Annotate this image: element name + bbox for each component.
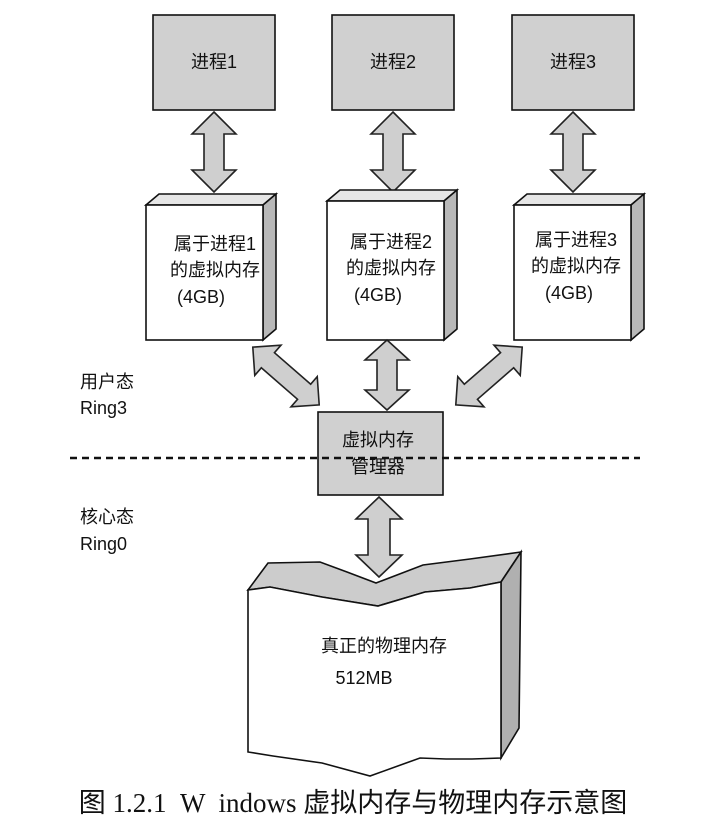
arrow-vm-1-to-manager xyxy=(251,344,321,408)
kernel-mode-label: 核心态 xyxy=(80,507,134,527)
kernel-mode-ring: Ring0 xyxy=(80,534,127,554)
arrow-vm-3-to-manager xyxy=(454,344,524,408)
physical-memory-side xyxy=(500,549,522,761)
virtual-memory-1-front xyxy=(145,204,264,341)
process-1-box xyxy=(152,14,276,111)
arrow-process-3-to-vm xyxy=(549,110,597,194)
virtual-memory-3-line1: 属于进程3 xyxy=(535,230,617,250)
virtual-memory-2-front xyxy=(326,200,445,341)
memory-manager-box xyxy=(317,411,444,496)
process-2: 进程2 xyxy=(331,14,455,111)
virtual-memory-3-line2: 的虚拟内存 xyxy=(531,256,621,276)
physical-memory-front xyxy=(247,581,502,777)
virtual-memory-3-front xyxy=(513,204,632,341)
virtual-memory-1-side xyxy=(262,192,277,342)
physical-memory-size: 512MB xyxy=(335,668,392,688)
process-1-label: 进程1 xyxy=(191,52,237,72)
memory-manager-line1: 虚拟内存 xyxy=(342,430,414,450)
virtual-memory-2-line2: 的虚拟内存 xyxy=(346,258,436,278)
arrow-process-2-to-vm xyxy=(369,110,417,194)
virtual-memory-2-side xyxy=(443,188,458,342)
arrow-process-1-to-vm xyxy=(190,110,238,194)
virtual-memory-3-size: (4GB) xyxy=(545,283,593,303)
process-3-label: 进程3 xyxy=(550,52,596,72)
virtual-memory-1-line1: 属于进程1 xyxy=(174,234,256,254)
virtual-memory-1-size: (4GB) xyxy=(177,287,225,307)
virtual-memory-2-line1: 属于进程2 xyxy=(350,232,432,252)
user-mode-label: 用户态 xyxy=(80,372,134,392)
virtual-memory-3-top xyxy=(511,193,647,206)
process-1: 进程1 xyxy=(152,14,276,111)
user-mode-ring: Ring3 xyxy=(80,398,127,418)
virtual-memory-3: 属于进程3 的虚拟内存 (4GB) xyxy=(511,192,647,342)
virtual-memory-1-line2: 的虚拟内存 xyxy=(170,260,260,280)
process-2-box xyxy=(331,14,455,111)
virtual-memory-2-top xyxy=(324,189,460,202)
virtual-memory-2-size: (4GB) xyxy=(354,285,402,305)
process-3: 进程3 xyxy=(511,14,635,111)
physical-memory: 真正的物理内存 512MB xyxy=(246,549,523,777)
memory-manager: 虚拟内存 管理器 xyxy=(317,411,444,496)
physical-memory-line1: 真正的物理内存 xyxy=(321,636,447,656)
virtual-memory-2: 属于进程2 的虚拟内存 (4GB) xyxy=(324,188,460,342)
virtual-memory-1: 属于进程1 的虚拟内存 (4GB) xyxy=(143,192,279,342)
virtual-memory-3-side xyxy=(630,192,645,342)
virtual-memory-1-top xyxy=(143,193,279,206)
process-2-label: 进程2 xyxy=(370,52,416,72)
arrow-manager-to-physical xyxy=(354,495,404,579)
arrow-vm-2-to-manager xyxy=(362,338,412,412)
process-3-box xyxy=(511,14,635,111)
memory-manager-line2: 管理器 xyxy=(351,457,405,477)
figure-caption: 图 1.2.1 W indows 虚拟内存与物理内存示意图 xyxy=(79,788,628,818)
